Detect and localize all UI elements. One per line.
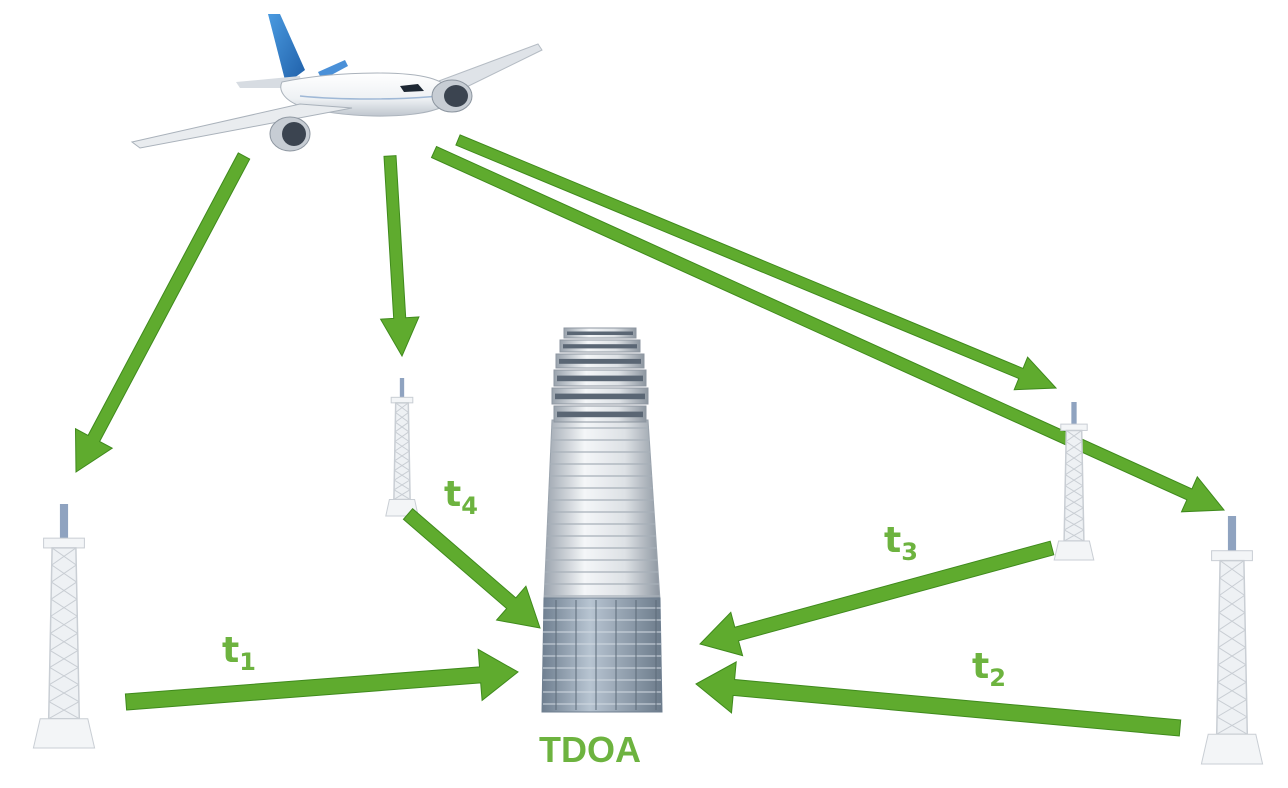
control-tower-icon	[541, 327, 663, 713]
diagram-caption: TDOA	[539, 729, 641, 770]
antenna-mast-icon	[1053, 402, 1095, 561]
arrow-receiver-3-to-tower	[699, 540, 1055, 657]
engine-icon	[269, 116, 311, 152]
antenna-mast-icon	[32, 504, 96, 749]
arrow-plane-to-receiver-2	[430, 145, 1226, 513]
arrow-plane-to-receiver-3	[455, 134, 1058, 391]
label-t4: t4	[444, 474, 478, 520]
signal-arrows-group	[74, 134, 1226, 513]
arrow-receiver-1-to-tower	[124, 648, 519, 711]
label-t1: t1	[222, 630, 256, 676]
arrow-plane-to-receiver-4	[379, 155, 420, 358]
arrow-receiver-4-to-tower	[402, 507, 541, 629]
label-t2: t2	[972, 646, 1006, 692]
engine-icon	[431, 79, 473, 113]
antenna-masts-group	[32, 378, 1264, 765]
airplane-icon	[130, 14, 543, 152]
antenna-mast-icon	[385, 378, 419, 517]
arrow-plane-to-receiver-1	[74, 152, 251, 473]
antenna-mast-icon	[1200, 516, 1264, 765]
tdoa-arrows-group	[124, 507, 1182, 737]
arrow-receiver-2-to-tower	[695, 661, 1182, 737]
label-t3: t3	[884, 520, 918, 566]
